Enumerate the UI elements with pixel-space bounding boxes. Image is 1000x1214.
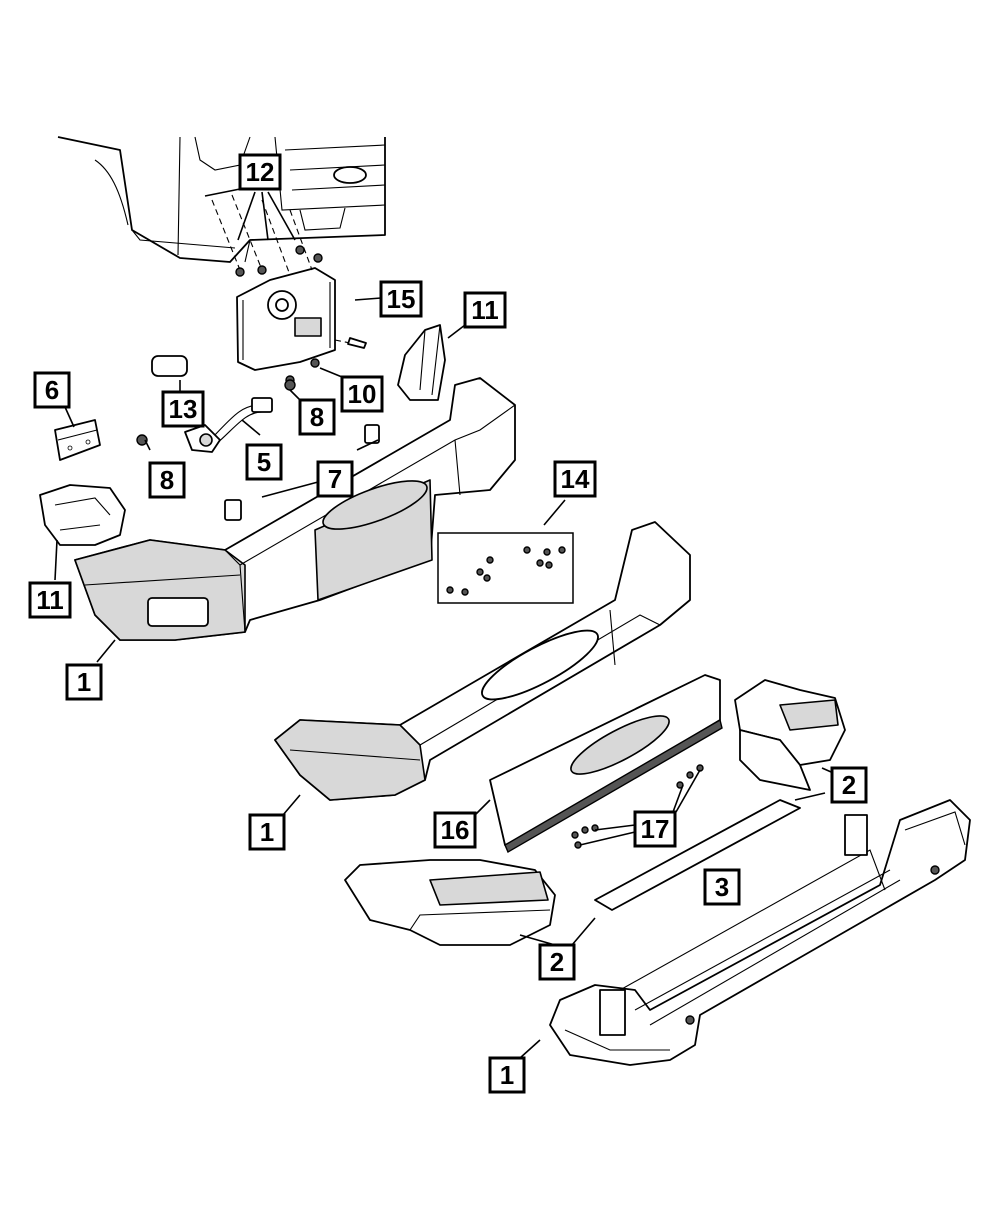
callout-11-right-label: 11 [471,295,499,325]
end-bracket-part-11-left [39,484,126,546]
callout-15: 15 [379,280,423,318]
callout-1-upper-label: 1 [77,667,91,697]
callout-17: 17 [633,810,677,848]
callout-12: 12 [238,153,282,191]
callout-16-label: 16 [441,815,470,845]
end-cap-part-2-right [734,679,846,791]
callout-11-left: 11 [28,581,72,619]
callout-8-right-label: 8 [310,402,324,432]
callout-8-left-label: 8 [160,465,174,495]
nut-part-8-right [284,379,296,391]
callout-3: 3 [703,868,741,906]
callout-13: 13 [161,390,205,428]
callout-3-label: 3 [715,872,729,902]
callout-2-right: 2 [830,766,868,804]
callout-6: 6 [33,371,71,409]
callout-11-left-label: 11 [36,585,64,615]
tube-bumper-part-1-lower [549,799,971,1066]
callout-2-left-label: 2 [550,947,564,977]
callout-1-middle: 1 [248,813,286,851]
callout-10-label: 10 [348,379,377,409]
nut-part-8-left [136,434,148,446]
rear-bumper-part-1-upper [74,377,516,641]
callout-1-middle-label: 1 [260,817,274,847]
end-bracket-part-11-right [397,324,446,401]
tape-strip-part-3 [594,799,801,911]
callout-2-left: 2 [538,943,576,981]
bracket-part-6 [54,419,101,461]
applique-part-16 [489,674,723,854]
vehicle-rear-body [57,136,386,263]
callout-12-label: 12 [246,157,275,187]
callout-8-left: 8 [148,461,186,499]
hardware-kit-part-14 [437,532,574,604]
callout-17-label: 17 [641,814,670,844]
clip-part-7 [224,424,380,521]
leader-lines [54,188,839,1059]
wiring-harness-part-5 [184,397,273,453]
callout-11-right: 11 [463,291,507,329]
callout-5: 5 [245,443,283,481]
callout-7-label: 7 [328,464,342,494]
callout-14-label: 14 [561,464,590,494]
rear-bumper-part-1-middle [274,521,691,801]
callout-1-lower-label: 1 [500,1060,514,1090]
callout-14: 14 [553,460,597,498]
callout-16: 16 [433,811,477,849]
end-cap-part-2-left [344,859,556,946]
hitch-bracket-part-15 [211,194,367,385]
callout-7: 7 [316,460,354,498]
callout-13-label: 13 [169,394,198,424]
callout-1-upper: 1 [65,663,103,701]
callout-15-label: 15 [387,284,416,314]
callout-5-label: 5 [257,447,271,477]
plug-part-13 [151,355,188,377]
callout-6-label: 6 [45,375,59,405]
callout-1-lower: 1 [488,1056,526,1094]
callout-2-right-label: 2 [842,770,856,800]
callout-8-right: 8 [298,398,336,436]
callout-10: 10 [340,375,384,413]
